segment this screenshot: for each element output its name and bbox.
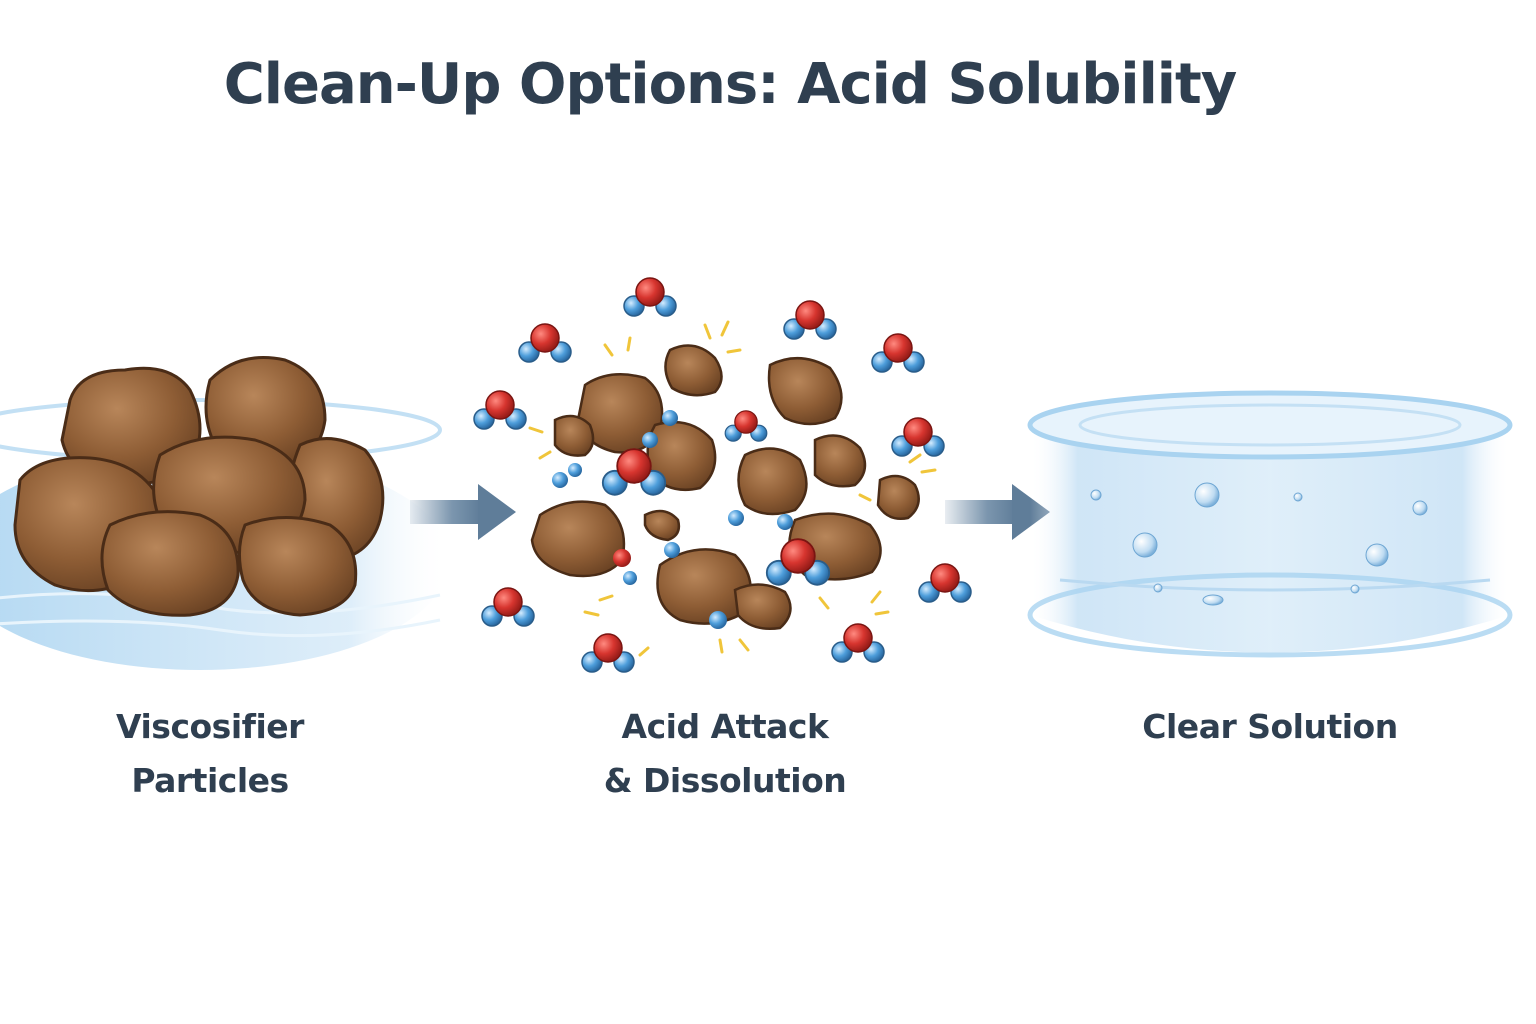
acid-molecule-icon [724, 409, 768, 443]
acid-molecule-icon [622, 276, 678, 318]
stage-1-caption-line2: Particles [131, 761, 289, 800]
right-arrow-icon [410, 484, 516, 540]
stage-3-caption: Clear Solution [1110, 700, 1430, 754]
acid-molecule-icon [917, 562, 973, 604]
acid-molecule-icon [580, 632, 636, 674]
acid-molecule-icon [480, 586, 536, 628]
stage-2-caption-line2: & Dissolution [603, 761, 847, 800]
stage-2-caption-line1: Acid Attack [621, 707, 829, 746]
acid-molecule-icon [472, 389, 528, 431]
dissolving-particles [530, 344, 920, 630]
acid-molecule-icon [517, 322, 573, 364]
acid-molecule-icon [782, 299, 838, 341]
particle-cluster [13, 356, 385, 617]
free-ions [552, 410, 793, 629]
acid-molecule-icon [830, 622, 886, 664]
bubbles [1090, 482, 1428, 606]
stage-acid-attack [472, 276, 973, 674]
stage-1-caption-line1: Viscosifier [116, 707, 304, 746]
diagram-title: Clean-Up Options: Acid Solubility [223, 52, 1238, 117]
stage-1-caption: Viscosifier Particles [60, 700, 360, 808]
acid-molecule-icon [890, 416, 946, 458]
acid-molecule-icon [870, 332, 926, 374]
stage-viscosifier-particles [0, 356, 450, 670]
reaction-sparks [528, 320, 937, 657]
water-tank [1027, 390, 1513, 658]
stage-3-caption-line1: Clear Solution [1142, 707, 1398, 746]
stage-2-caption: Acid Attack & Dissolution [560, 700, 890, 808]
